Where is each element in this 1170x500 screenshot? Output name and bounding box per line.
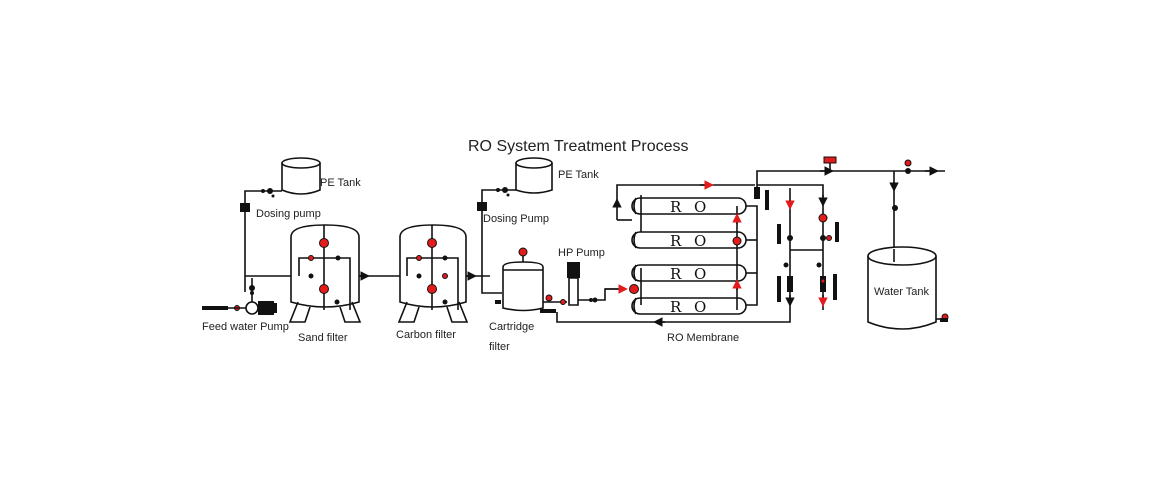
water-tank (867, 246, 949, 330)
instrument-tag (835, 222, 839, 242)
dosing-pump-1-icon (240, 203, 250, 212)
hp-pump-label: HP Pump (558, 247, 605, 259)
inlet-valve-icon (202, 306, 228, 310)
dosing-pump-2-icon (477, 202, 487, 211)
ro-membrane-array (612, 180, 758, 315)
ro-membrane-label: RO Membrane (667, 332, 739, 344)
water-tank-label: Water Tank (874, 286, 930, 298)
ro-vessel-1-label: R O (670, 198, 710, 216)
pressure-gauge-icon (629, 284, 639, 294)
dosing-pump-1-label: Dosing pump (256, 208, 321, 220)
concentrate-piping (757, 184, 832, 310)
sand-filter (288, 224, 362, 323)
carbon-filter (397, 224, 469, 323)
feed-water-pump-label: Feed water Pump (202, 321, 289, 333)
instrument-tag (777, 224, 781, 244)
instrument-tag (833, 274, 837, 300)
ro-vessel-3-label: R O (670, 265, 710, 283)
feed-water-pump (202, 278, 277, 315)
carbon-filter-label: Carbon filter (396, 329, 456, 341)
cartridge-filter (495, 247, 560, 313)
cartridge-filter-label-2: filter (489, 341, 510, 353)
ro-vessel-4-label: R O (670, 298, 710, 316)
sand-filter-label: Sand filter (298, 332, 348, 344)
product-piping (754, 156, 945, 262)
flow-meter-icon (823, 156, 837, 164)
ro-vessel-2-label: R O (670, 232, 710, 250)
pe-tank-1-label: PE Tank (320, 177, 361, 189)
instrument-tag (765, 190, 769, 210)
instrument-tag (777, 276, 781, 302)
check-valve-icon (267, 188, 273, 194)
pe-tank-2-label: PE Tank (558, 169, 599, 181)
pe-tank-1 (281, 157, 321, 195)
pe-tank-2 (515, 157, 553, 194)
check-valve-icon (502, 187, 508, 193)
hp-pump (560, 262, 620, 306)
dosing-pump-2-label: Dosing Pump (483, 213, 549, 225)
diagram-title: RO System Treatment Process (468, 138, 689, 155)
concentrate-return-line (556, 188, 791, 323)
pump-motor-icon (258, 301, 274, 315)
cartridge-filter-label-1: Cartridge (489, 321, 534, 333)
